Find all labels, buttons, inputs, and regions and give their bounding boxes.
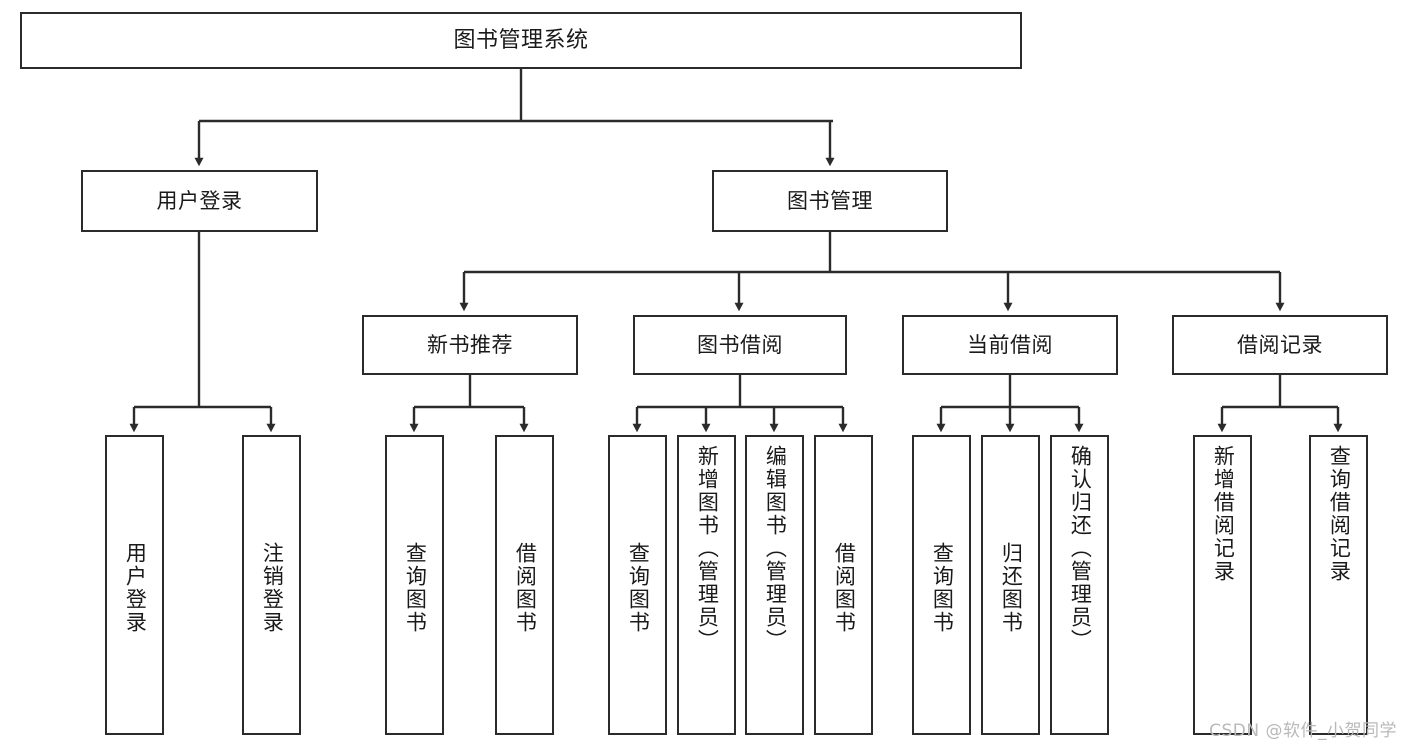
leaf-label: 新增图书（管理员） [695, 445, 720, 652]
leaf-current-borrow-query[interactable]: 查询图书 [912, 435, 971, 735]
node-book-borrow-label: 图书借阅 [697, 332, 783, 357]
leaf-label: 注销登录 [260, 542, 285, 634]
leaf-current-borrow-confirm[interactable]: 确认归还（管理员） [1050, 435, 1109, 735]
leaf-new-book-query[interactable]: 查询图书 [385, 435, 444, 735]
node-current-borrow-label: 当前借阅 [967, 332, 1053, 357]
leaf-book-borrow-lend[interactable]: 借阅图书 [814, 435, 873, 735]
node-user-login[interactable]: 用户登录 [81, 170, 318, 232]
leaf-book-borrow-edit[interactable]: 编辑图书（管理员） [745, 435, 804, 735]
csdn-watermark: CSDN @软件_小贺同学 [1209, 721, 1397, 741]
leaf-label: 查询借阅记录 [1327, 445, 1352, 583]
leaf-user-login-signin[interactable]: 用户登录 [105, 435, 164, 735]
leaf-label: 新增借阅记录 [1211, 445, 1236, 583]
node-book-management-label: 图书管理 [787, 188, 873, 213]
leaf-label: 查询图书 [403, 542, 428, 634]
leaf-book-borrow-query[interactable]: 查询图书 [608, 435, 667, 735]
leaf-new-book-borrow[interactable]: 借阅图书 [495, 435, 554, 735]
leaf-label: 确认归还（管理员） [1068, 445, 1093, 652]
node-borrow-record-label: 借阅记录 [1237, 332, 1323, 357]
leaf-label: 借阅图书 [832, 542, 857, 634]
node-book-borrow[interactable]: 图书借阅 [633, 315, 847, 375]
leaf-book-borrow-add[interactable]: 新增图书（管理员） [677, 435, 736, 735]
leaf-label: 归还图书 [999, 542, 1024, 634]
node-new-book-recommend-label: 新书推荐 [427, 332, 513, 357]
node-root-label: 图书管理系统 [453, 27, 589, 53]
leaf-label: 借阅图书 [513, 542, 538, 634]
leaf-borrow-record-add[interactable]: 新增借阅记录 [1193, 435, 1252, 735]
node-current-borrow[interactable]: 当前借阅 [902, 315, 1118, 375]
leaf-current-borrow-return[interactable]: 归还图书 [981, 435, 1040, 735]
leaf-label: 编辑图书（管理员） [763, 445, 788, 652]
leaf-label: 查询图书 [626, 542, 651, 634]
node-new-book-recommend[interactable]: 新书推荐 [362, 315, 578, 375]
leaf-label: 用户登录 [123, 542, 148, 634]
node-user-login-label: 用户登录 [156, 188, 243, 213]
leaf-label: 查询图书 [930, 542, 955, 634]
node-borrow-record[interactable]: 借阅记录 [1172, 315, 1388, 375]
node-root[interactable]: 图书管理系统 [20, 12, 1022, 69]
leaf-user-login-signout[interactable]: 注销登录 [242, 435, 301, 735]
node-book-management[interactable]: 图书管理 [712, 170, 948, 232]
leaf-borrow-record-query[interactable]: 查询借阅记录 [1309, 435, 1368, 735]
